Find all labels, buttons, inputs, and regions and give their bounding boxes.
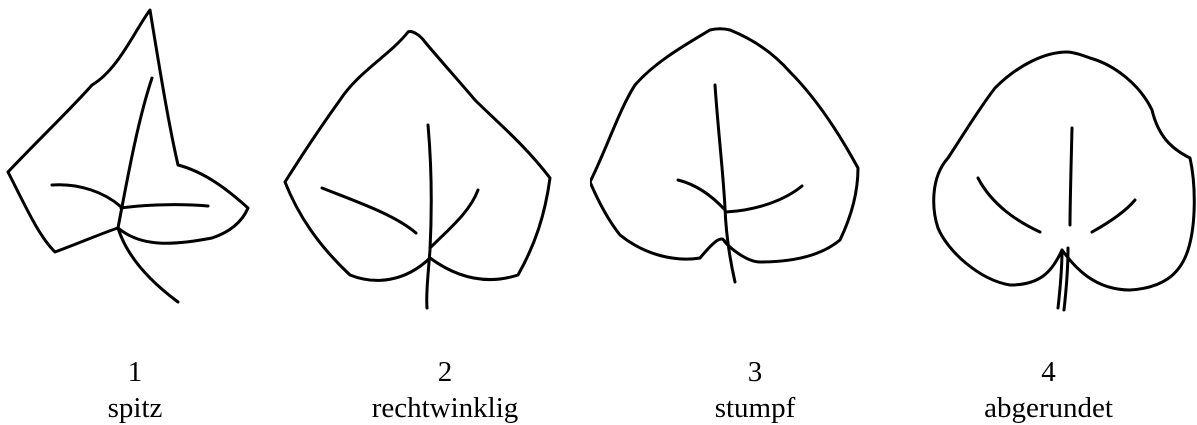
leaf-vein-right [1090, 198, 1137, 234]
leaf-vein-right [428, 188, 480, 250]
leaf-number: 4 [1041, 356, 1056, 388]
leaf-label: rechtwinklig [371, 392, 519, 424]
leaf-number: 3 [747, 356, 763, 388]
leaf-drawing-spitz [6, 8, 250, 304]
leaf-figure-spitz: 1 spitz [0, 0, 270, 425]
leaf-vein-left [320, 186, 418, 235]
leaf-vein-right [724, 184, 804, 214]
leaf-outline [932, 50, 1196, 292]
leaf-vein-left [50, 183, 122, 208]
leaf-outline [6, 8, 250, 254]
leaf-number: 1 [127, 356, 143, 388]
leaf-vein-left [976, 176, 1042, 234]
leaf-figure-rechtwinklig: 2 rechtwinklig [280, 0, 610, 425]
leaf-vein-right [119, 203, 210, 210]
leaf-drawing-rechtwinklig [283, 30, 552, 310]
leaf-number: 2 [437, 356, 453, 388]
leaf-stem-right [1062, 246, 1070, 312]
leaf-vein-left [676, 178, 727, 212]
leaf-label: abgerundet [984, 392, 1113, 424]
leaf-label: spitz [107, 392, 163, 424]
leaf-midrib [116, 76, 180, 304]
leaf-midrib [1068, 126, 1074, 227]
leaf-stem-left [1056, 248, 1064, 310]
leaf-figure-abgerundet: 4 abgerundet [900, 0, 1197, 425]
leaf-drawing-stumpf [590, 27, 860, 284]
leaf-figure-stumpf: 3 stumpf [590, 0, 920, 425]
leaf-outline [590, 27, 860, 264]
leaf-midrib [713, 83, 737, 284]
leaf-midrib [425, 123, 433, 310]
leaf-label: stumpf [714, 392, 796, 424]
leaf-outline [283, 30, 552, 282]
leaf-drawing-abgerundet [932, 50, 1196, 312]
